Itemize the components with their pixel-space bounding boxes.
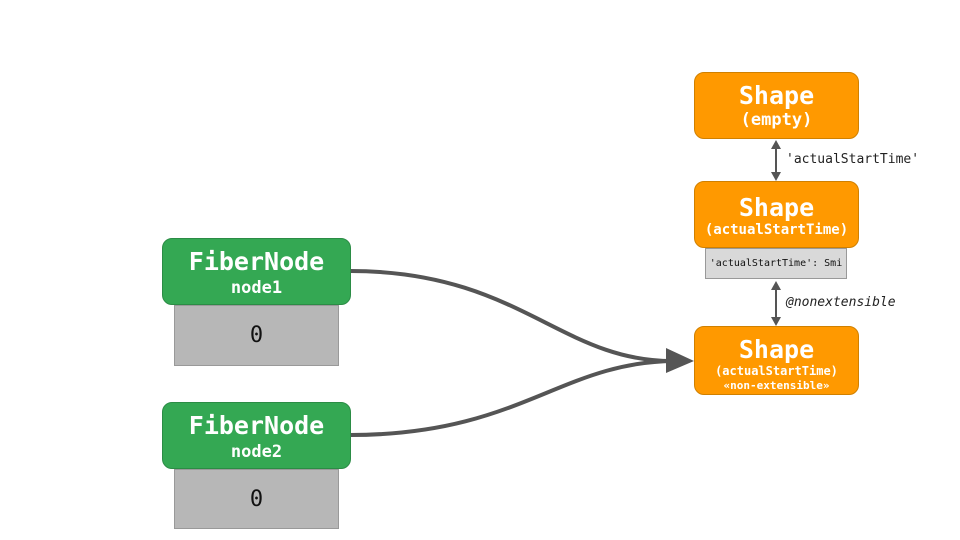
fibernode-node2[interactable]: FiberNode node2 <box>162 402 351 469</box>
node2-shape-pointer <box>349 359 675 437</box>
slot-value: 0 <box>249 486 264 512</box>
property-entry: 'actualStartTime': Smi <box>709 258 843 269</box>
transition-label-actualstarttime: 'actualStartTime' <box>786 152 920 167</box>
shape-empty[interactable]: Shape (empty) <box>694 72 859 139</box>
shape-title: Shape <box>738 81 815 110</box>
fibernode-node1-slot: 0 <box>174 305 339 366</box>
transition-label-nonextensible: @nonextensible <box>786 295 896 310</box>
fibernode-title: FiberNode <box>188 411 325 440</box>
shape-title: Shape <box>738 193 815 222</box>
fibernode-name: node2 <box>230 442 283 462</box>
fibernode-title: FiberNode <box>188 247 325 276</box>
shared-arrowhead <box>666 348 694 373</box>
transition-arrow-1-head-up <box>771 140 781 149</box>
transition-arrow-2-head-up <box>771 281 781 290</box>
shape-subtitle: (actualStartTime) <box>704 222 849 238</box>
transition-arrow-2-head-down <box>771 317 781 326</box>
fibernode-node1[interactable]: FiberNode node1 <box>162 238 351 305</box>
transition-arrow-1-head-down <box>771 172 781 181</box>
shape-subtitle: (empty) <box>740 110 813 130</box>
fibernode-name: node1 <box>230 278 283 298</box>
slot-value: 0 <box>249 323 264 348</box>
shape-title: Shape <box>738 335 815 364</box>
shape-property-table: 'actualStartTime': Smi <box>705 248 847 279</box>
shape-subtitle-2: «non-extensible» <box>723 379 830 392</box>
node1-shape-pointer <box>349 269 675 364</box>
shape-subtitle: (actualStartTime) <box>715 364 838 378</box>
fibernode-node2-slot: 0 <box>174 469 339 529</box>
shape-actualstarttime[interactable]: Shape (actualStartTime) <box>694 181 859 248</box>
shape-nonextensible[interactable]: Shape (actualStartTime) «non-extensible» <box>694 326 859 395</box>
